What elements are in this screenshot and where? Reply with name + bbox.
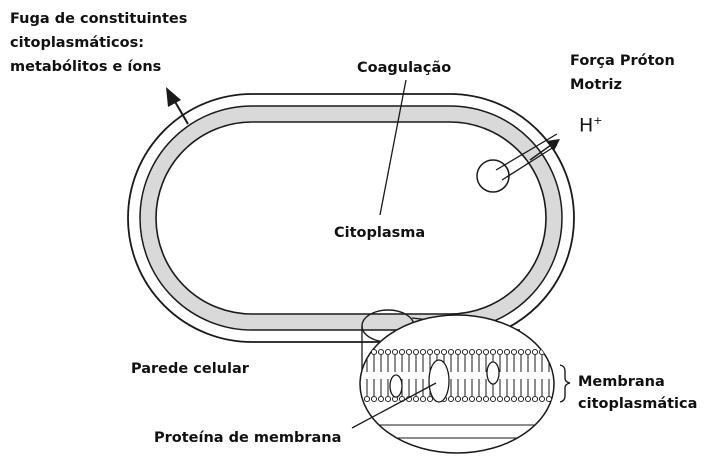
membrane-protein-3 xyxy=(487,362,499,384)
label-membrane-protein: Proteína de membrana xyxy=(154,428,341,449)
label-proton-force-line1: Força Próton xyxy=(570,51,675,72)
label-leakage-line2: citoplasmáticos: xyxy=(10,33,144,54)
label-leakage-line1: Fuga de constituintes xyxy=(10,9,187,30)
label-membrane-line2: citoplasmática xyxy=(578,394,697,415)
label-leakage-line3: metabólitos e íons xyxy=(10,57,161,78)
label-h-plus: H+ xyxy=(579,114,603,136)
label-coagulation: Coagulação xyxy=(357,58,451,79)
membrane-brace xyxy=(560,365,570,402)
cytoplasm-area xyxy=(156,122,546,314)
label-proton-force-line2: Motriz xyxy=(570,75,622,96)
label-membrane-line1: Membrana xyxy=(578,372,665,393)
lipid-layer-top xyxy=(357,349,558,372)
membrane-protein-1 xyxy=(390,375,402,397)
membrane-protein-2 xyxy=(429,360,449,402)
label-cytoplasm: Citoplasma xyxy=(334,223,425,244)
lipid-layer-bottom xyxy=(357,379,558,402)
label-cell-wall: Parede celular xyxy=(131,359,249,380)
